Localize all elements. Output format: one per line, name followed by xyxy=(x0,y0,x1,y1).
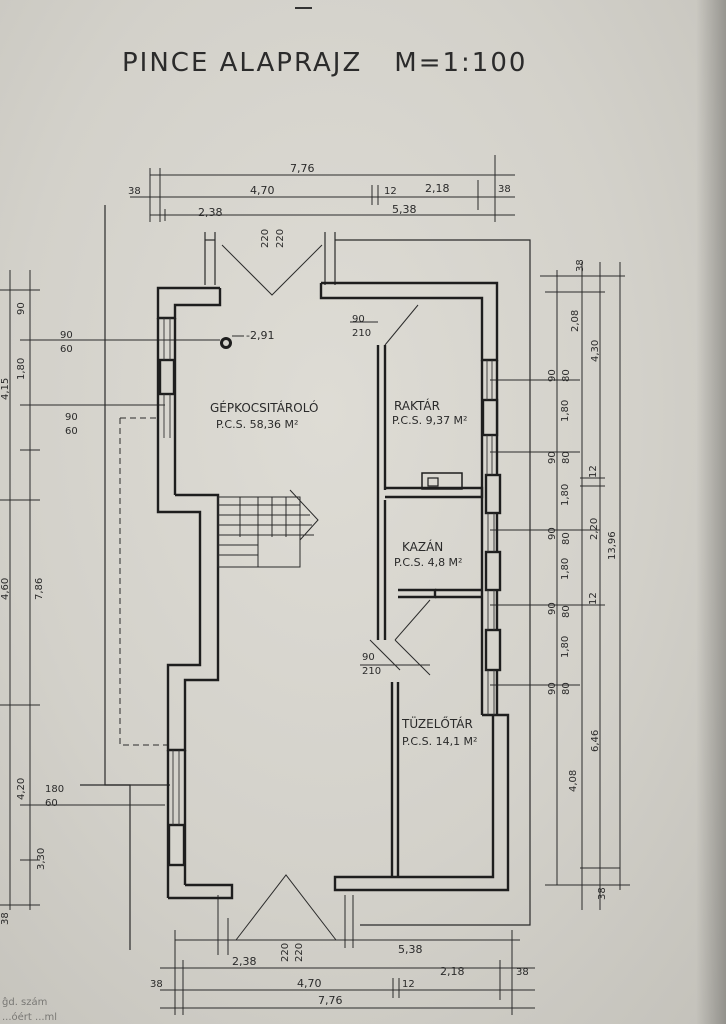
right-dim-22: 6,46 xyxy=(590,730,601,752)
room-garage-area: P.C.S. 58,36 M² xyxy=(216,418,298,431)
top-dim-mid: 4,70 xyxy=(250,184,275,197)
bottom-dim-total: 7,76 xyxy=(318,994,343,1007)
left-dim-2: 1,80 xyxy=(16,358,27,380)
title-scale: M=1:100 xyxy=(394,48,528,78)
top-dim-left: 38 xyxy=(128,186,141,197)
right-dim-12: 80 xyxy=(561,532,572,545)
top-dim-total: 7,76 xyxy=(290,162,315,175)
left-dim-8: 4,15 xyxy=(0,378,11,400)
right-dim-13: 2,20 xyxy=(589,518,600,540)
right-dim-8: 80 xyxy=(561,451,572,464)
left-window1-height: 60 xyxy=(60,344,73,355)
room-storage-name: RAKTÁR xyxy=(394,398,440,413)
right-dim-9: 12 xyxy=(588,465,599,478)
top-door-height: 220 xyxy=(260,229,271,248)
left-window2-height: 60 xyxy=(65,426,78,437)
doors xyxy=(221,244,431,941)
room-boiler-area: P.C.S. 4,8 M² xyxy=(394,556,462,569)
top-dim-right: 38 xyxy=(498,184,511,195)
drawing-title: PINCE ALAPRAJZ M=1:100 xyxy=(122,48,527,78)
left-dim-7: 38 xyxy=(0,912,11,925)
right-dim-23: 4,08 xyxy=(568,770,579,792)
stairs xyxy=(217,489,319,568)
right-dim-14: 13,96 xyxy=(607,531,618,560)
left-window3-height: 60 xyxy=(45,798,58,809)
right-dim-11: 90 xyxy=(547,527,558,540)
room-boiler-name: KAZÁN xyxy=(402,539,443,554)
right-dim-19: 1,80 xyxy=(560,636,571,658)
top-door-height-2: 220 xyxy=(275,229,286,248)
dashed-outline xyxy=(119,418,170,746)
bottom-dim-right-seg: 2,18 xyxy=(440,965,465,978)
bottom-door-height-2: 220 xyxy=(294,943,305,962)
door2-width: 90 xyxy=(362,652,375,663)
left-dim-6: 4,60 xyxy=(0,578,11,600)
title-main: PINCE ALAPRAJZ xyxy=(122,48,363,78)
bottom-dim-b: 5,38 xyxy=(398,943,423,956)
level-value: -2,91 xyxy=(246,329,274,342)
top-dim-gap: 12 xyxy=(384,186,397,197)
bottom-dim-right: 38 xyxy=(516,967,529,978)
left-window3-width: 180 xyxy=(45,784,64,795)
footer-line-2: ...óért ...ml xyxy=(2,1011,57,1023)
bottom-dim-gap: 12 xyxy=(402,979,415,990)
right-dim-20: 90 xyxy=(547,682,558,695)
left-window2-width: 90 xyxy=(65,412,78,423)
bottom-dim-left: 38 xyxy=(150,979,163,990)
room-garage-name: GÉPKOCSITÁROLÓ xyxy=(210,400,318,415)
bottom-door-height: 220 xyxy=(280,943,291,962)
walls xyxy=(156,281,510,900)
right-dim-15: 1,80 xyxy=(560,558,571,580)
left-dim-3: 7,86 xyxy=(34,578,45,600)
footer-line-1: ĝd. szám xyxy=(2,996,47,1008)
right-dim-21: 80 xyxy=(561,682,572,695)
right-dim-4: 90 xyxy=(547,369,558,382)
right-dim-1: 38 xyxy=(575,259,586,272)
right-dimension-lines xyxy=(490,262,630,910)
door1-width: 90 xyxy=(352,314,365,325)
right-dim-10: 1,80 xyxy=(560,484,571,506)
room-storage-area: P.C.S. 9,37 M² xyxy=(392,414,467,427)
right-dim-7: 90 xyxy=(547,451,558,464)
right-dim-24: 38 xyxy=(597,887,608,900)
page-edge-shadow xyxy=(696,0,726,1024)
left-dim-4: 4,20 xyxy=(16,778,27,800)
left-dim-5: 3,30 xyxy=(36,848,47,870)
level-marker xyxy=(220,335,244,349)
left-window1-width: 90 xyxy=(60,330,73,341)
top-dim-a: 2,38 xyxy=(198,206,223,219)
room-fuel-name: TÜZELŐTÁR xyxy=(401,715,473,731)
top-dimension-lines xyxy=(130,155,515,222)
right-dim-2: 2,08 xyxy=(570,310,581,332)
top-dim-right-seg: 2,18 xyxy=(425,182,450,195)
door2-height: 210 xyxy=(362,666,381,677)
right-dim-16: 90 xyxy=(547,602,558,615)
top-dim-b: 5,38 xyxy=(392,203,417,216)
right-dim-18: 80 xyxy=(561,605,572,618)
left-dimension-lines xyxy=(0,270,220,910)
window-glazing xyxy=(163,318,495,825)
right-dim-6: 1,80 xyxy=(560,400,571,422)
bottom-dim-mid: 4,70 xyxy=(297,977,322,990)
right-dim-5: 80 xyxy=(561,369,572,382)
foundation-outline xyxy=(80,205,531,950)
room-fuel-area: P.C.S. 14,1 M² xyxy=(402,735,477,748)
bottom-dim-a: 2,38 xyxy=(232,955,257,968)
bottom-dimension-lines xyxy=(160,895,535,1015)
left-dim-1: 90 xyxy=(16,302,27,315)
right-dim-3: 4,30 xyxy=(590,340,601,362)
right-dim-17: 12 xyxy=(588,592,599,605)
door1-height: 210 xyxy=(352,328,371,339)
